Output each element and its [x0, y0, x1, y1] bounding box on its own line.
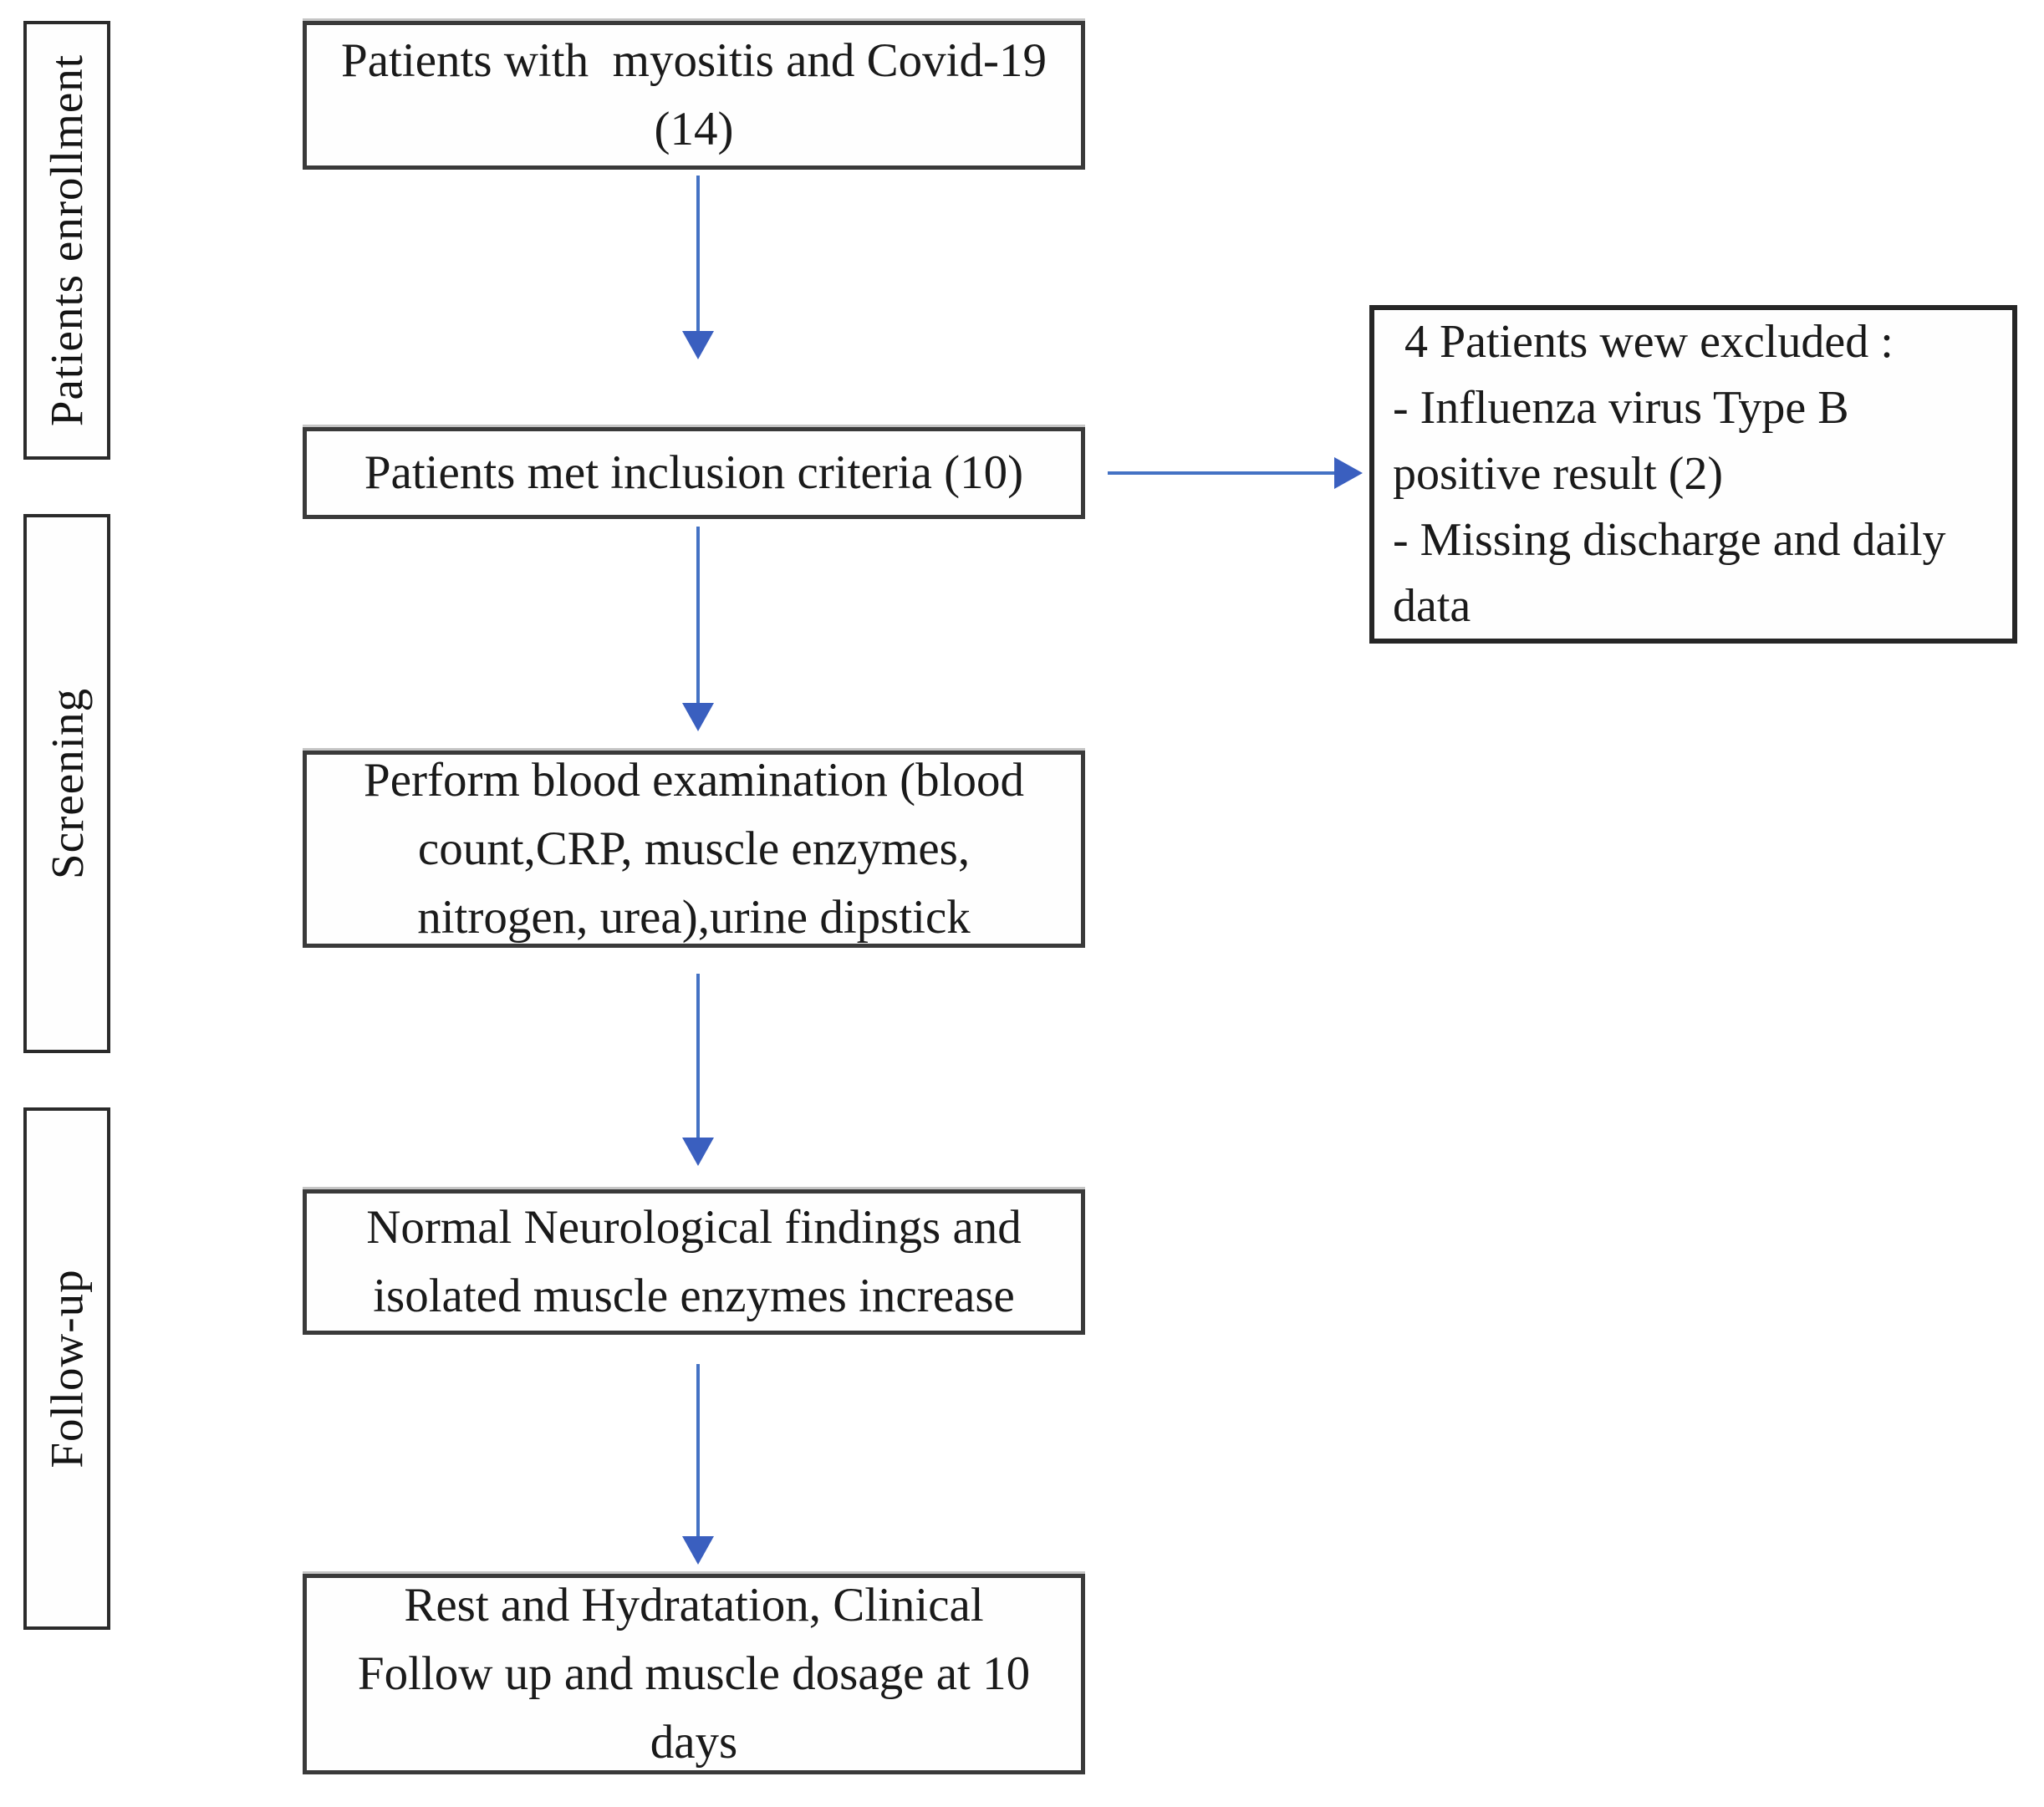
- flow-node-text: Patients met inclusion criteria (10): [364, 446, 1024, 499]
- stage-label-patients-enrollment: Patients enrollment: [41, 53, 93, 427]
- stage-label-follow-up: Follow-up: [41, 1269, 93, 1469]
- stage-box-screening: Screening: [23, 514, 110, 1053]
- flow-node-text: Rest and Hydratation, Clinical Follow up…: [357, 1579, 1031, 1769]
- arrow-down-2-head-icon: [682, 703, 714, 731]
- flow-node-text: Normal Neurological findings and isolate…: [366, 1201, 1022, 1322]
- flow-node-neurological-findings: Normal Neurological findings and isolate…: [303, 1189, 1085, 1335]
- arrow-right-exclusion-line: [1108, 471, 1335, 475]
- arrow-down-3-head-icon: [682, 1138, 714, 1166]
- flow-node-blood-examination: Perform blood examination (blood count,C…: [303, 751, 1085, 948]
- flow-node-text: Patients with myositis and Covid-19 (14): [341, 34, 1047, 155]
- arrow-down-1-line: [696, 176, 700, 332]
- arrow-down-4-head-icon: [682, 1536, 714, 1565]
- flow-node-rest-hydratation: Rest and Hydratation, Clinical Follow up…: [303, 1574, 1085, 1774]
- arrow-down-2-line: [696, 527, 700, 704]
- stage-box-patients-enrollment: Patients enrollment: [23, 21, 110, 460]
- arrow-right-exclusion-head-icon: [1334, 457, 1363, 489]
- exclusion-text: 4 Patients wew excluded : - Influenza vi…: [1393, 316, 1946, 632]
- flow-node-text: Perform blood examination (blood count,C…: [364, 754, 1024, 944]
- arrow-down-3-line: [696, 974, 700, 1138]
- exclusion-box: 4 Patients wew excluded : - Influenza vi…: [1369, 305, 2017, 644]
- flow-node-patients-with-myositis: Patients with myositis and Covid-19 (14): [303, 21, 1085, 170]
- arrow-down-4-line: [696, 1364, 700, 1537]
- stage-box-follow-up: Follow-up: [23, 1107, 110, 1630]
- arrow-down-1-head-icon: [682, 331, 714, 359]
- flow-node-inclusion-criteria: Patients met inclusion criteria (10): [303, 427, 1085, 519]
- stage-label-screening: Screening: [41, 688, 93, 879]
